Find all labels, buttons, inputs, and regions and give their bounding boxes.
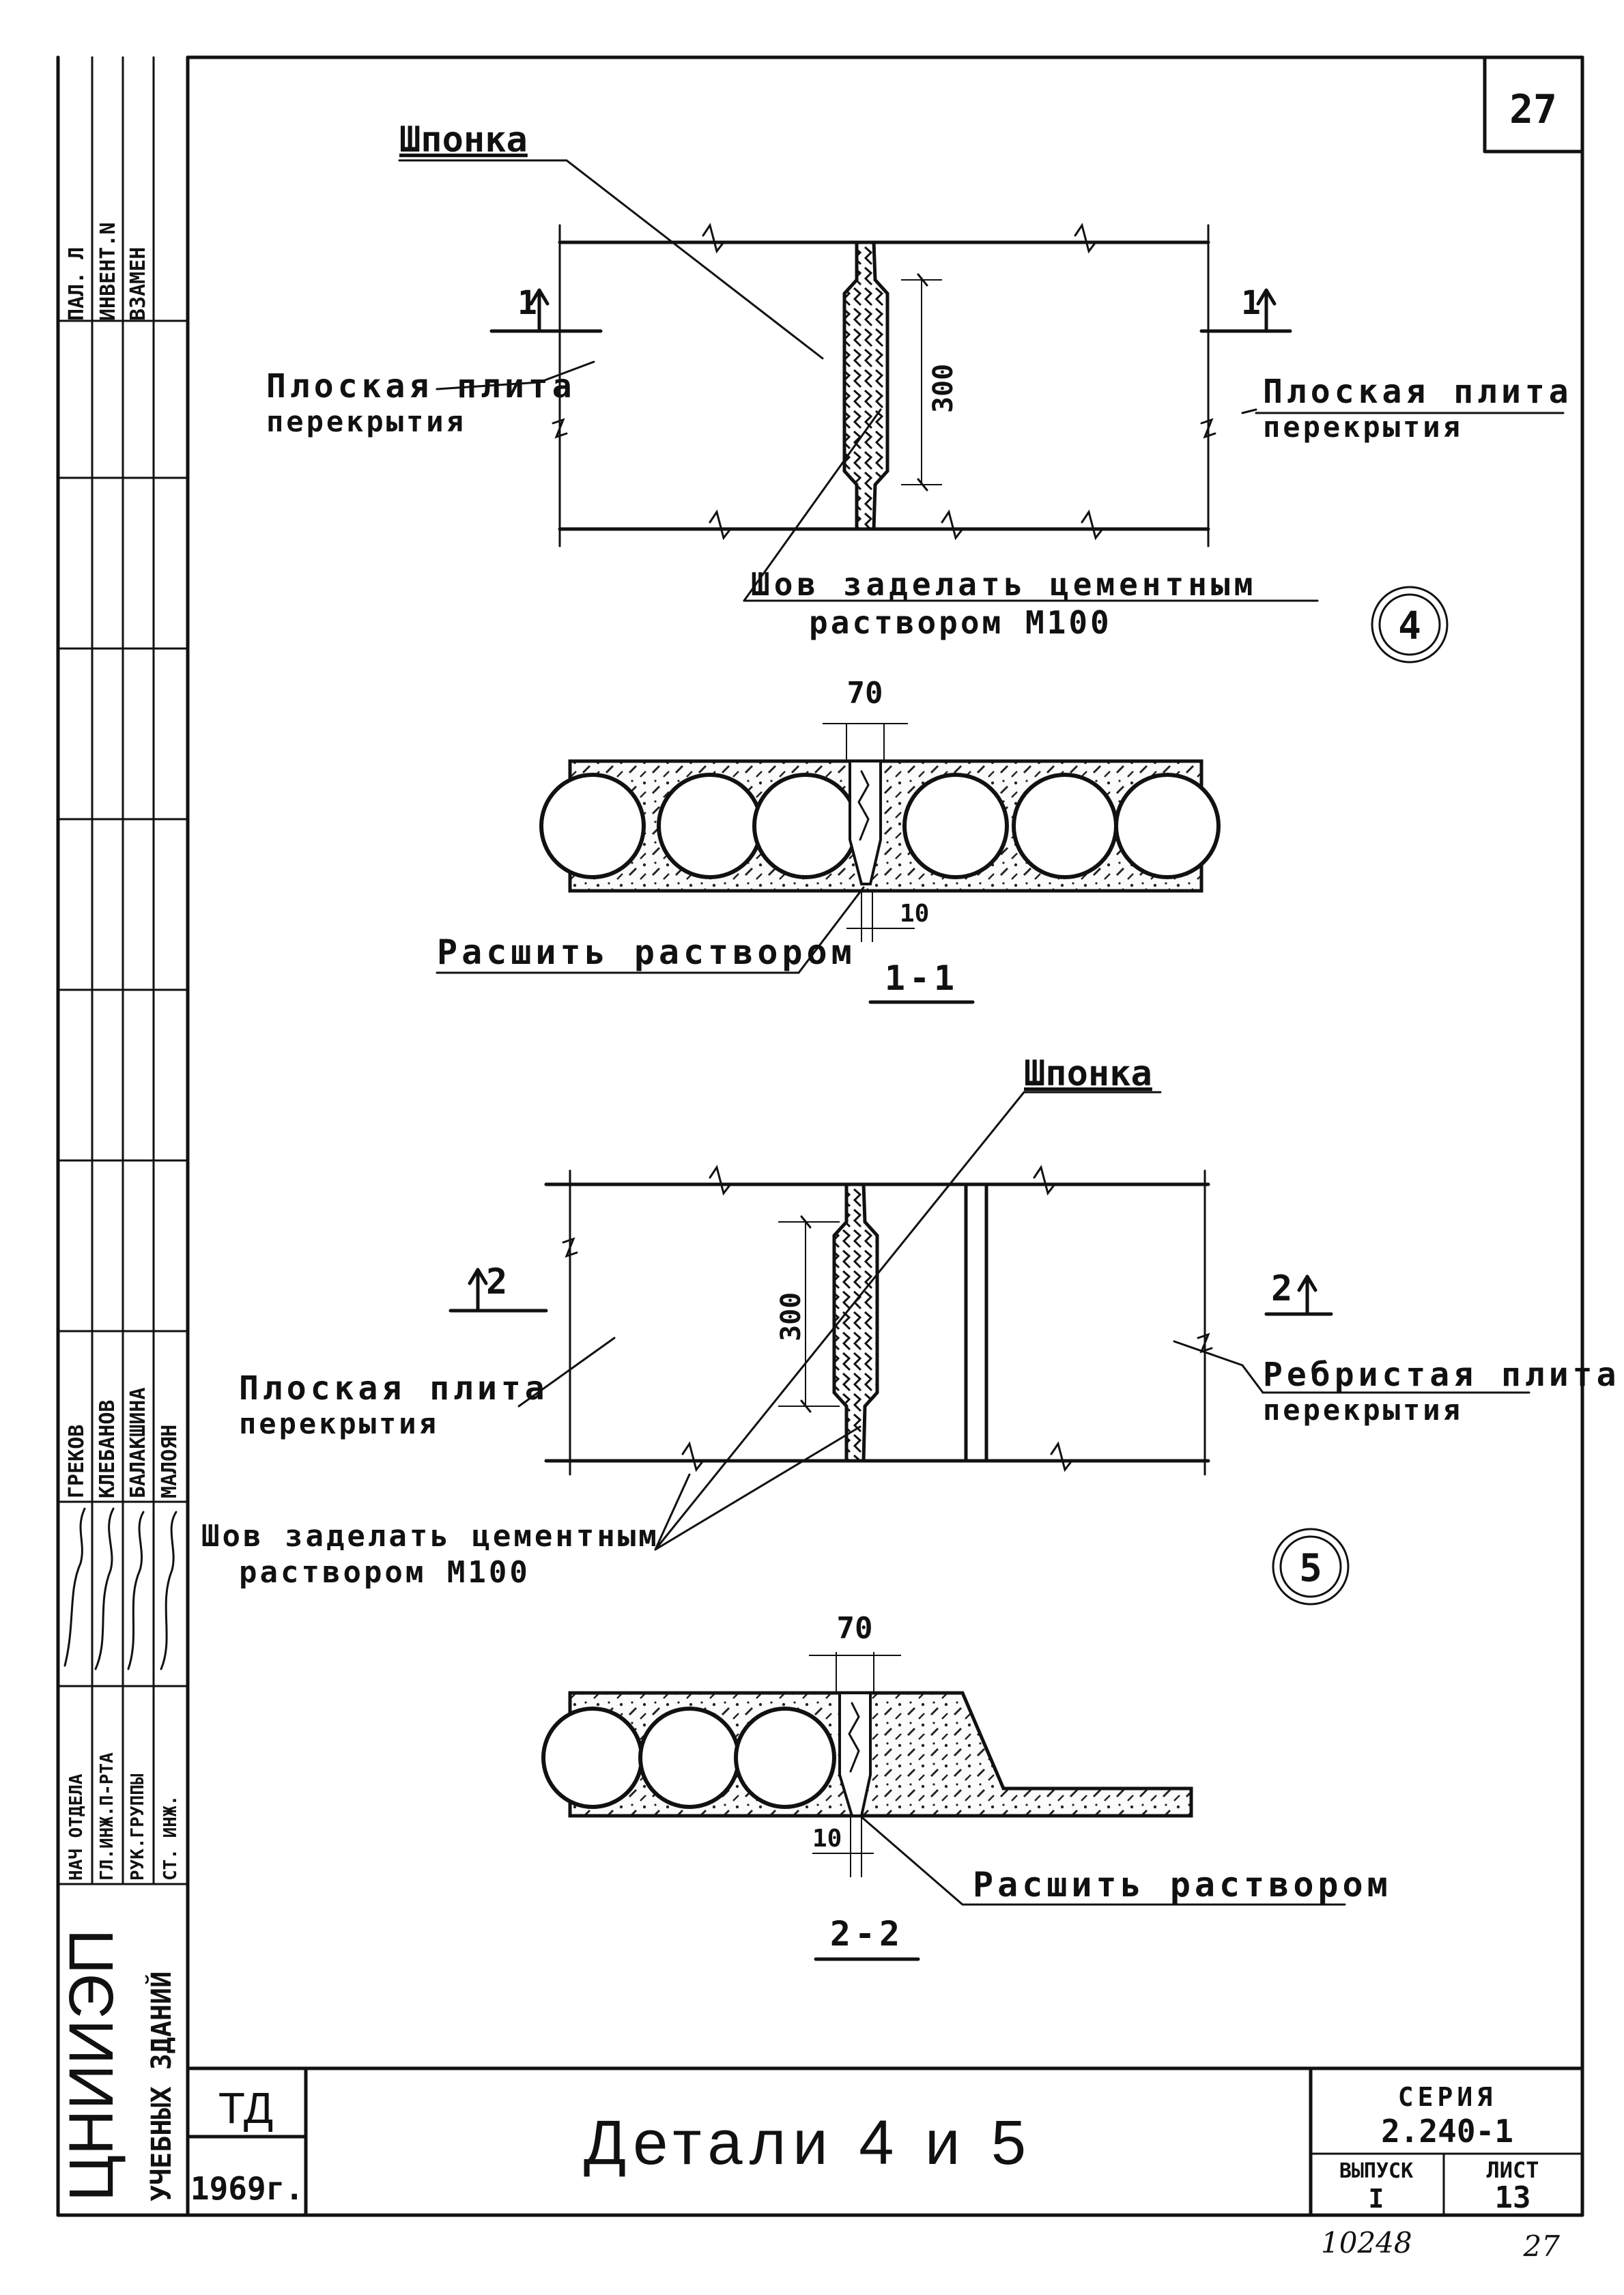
section-2-2-dim-10: 10 xyxy=(812,1825,842,1853)
name-2: КЛЕБАНОВ xyxy=(96,1400,119,1499)
side-stamp-col-1: ПАЛ. Л xyxy=(65,247,89,321)
issue-label: ВЫПУСК xyxy=(1339,2159,1413,2183)
role-4: СТ. ИНЖ. xyxy=(160,1795,181,1881)
sheet-label: ЛИСТ xyxy=(1486,2157,1539,2183)
title-block: ТД 1969г. Детали 4 и 5 СЕРИЯ 2.240-1 ВЫП… xyxy=(186,2066,1584,2217)
detail-4-slab-left-1: Плоская плита xyxy=(266,367,576,405)
drawing-title: Детали 4 и 5 xyxy=(584,2108,1033,2178)
signature-scribble-4 xyxy=(160,1511,177,1670)
section-2-2-dim-70: 70 xyxy=(837,1611,873,1646)
section-1-1-note: Расшить раствором xyxy=(437,932,856,972)
role-2: ГЛ.ИНЖ.П-РТА xyxy=(97,1752,117,1881)
detail-5-joint-note-2: раствором М100 xyxy=(239,1555,530,1590)
footer-page: 27 xyxy=(1523,2229,1561,2263)
detail-5-key-label: Шпонка xyxy=(1024,1053,1152,1094)
series-label: СЕРИЯ xyxy=(1398,2082,1496,2112)
detail-4-section-mark-right: 1 xyxy=(1241,284,1261,322)
detail-5-joint-note-1: Шов заделать цементным xyxy=(201,1519,659,1554)
issue-value: I xyxy=(1369,2184,1384,2214)
detail-5-plan: 300 2 2 xyxy=(448,1091,1530,1606)
signature-scribble-1 xyxy=(63,1507,86,1667)
signature-block: НАЧ ОТДЕЛА ГЛ.ИНЖ.П-РТА РУК.ГРУППЫ СТ. И… xyxy=(57,1330,189,1881)
detail-5-number: 5 xyxy=(1299,1546,1322,1591)
detail-4-slab-left-2: перекрытия xyxy=(266,405,466,438)
side-stamp-col-3: ВЗАМЕН xyxy=(126,247,150,321)
organization-name: ЦНИИЭП xyxy=(57,1929,126,2201)
detail-5-dim-300: 300 xyxy=(775,1292,807,1341)
organization-subtitle: УЧЕБНЫХ ЗДАНИЙ xyxy=(145,1971,177,2201)
detail-4-number: 4 xyxy=(1398,604,1421,648)
detail-4-key-label: Шпонка xyxy=(399,119,528,160)
footer-inventory: 10248 xyxy=(1321,2226,1412,2260)
name-3: БАЛАКШИНА xyxy=(126,1387,150,1498)
detail-5-slab-left-1: Плоская плита xyxy=(239,1369,549,1408)
section-1-1: 70 10 xyxy=(436,676,1221,1004)
sheet-value: 13 xyxy=(1495,2180,1531,2215)
role-3: РУК.ГРУППЫ xyxy=(128,1773,148,1881)
sheet-number-box: 27 xyxy=(1483,55,1584,154)
name-1: ГРЕКОВ xyxy=(65,1425,89,1498)
detail-4-slab-right-1: Плоская плита xyxy=(1263,373,1573,411)
detail-4-joint-note-1: Шов заделать цементным xyxy=(751,566,1257,603)
section-2-2-note: Расшить раствором xyxy=(973,1865,1392,1905)
sheet-frame xyxy=(56,55,1584,2217)
detail-4-joint-note-2: раствором М100 xyxy=(809,604,1112,641)
section-1-1-dim-10: 10 xyxy=(900,900,929,928)
title-code: ТД xyxy=(218,2083,273,2133)
side-stamp-col-2: ИНВЕНТ.N xyxy=(96,223,120,322)
section-1-1-dim-70: 70 xyxy=(847,676,883,711)
organization-block: ЦНИИЭП УЧЕБНЫХ ЗДАНИЙ xyxy=(57,1929,177,2201)
detail-5-slab-right-2: перекрытия xyxy=(1263,1393,1463,1427)
detail-4-plan: 300 1 1 xyxy=(398,159,1565,664)
detail-4-dim-300: 300 xyxy=(928,364,959,413)
name-4: МАЛОЯН xyxy=(158,1425,182,1498)
section-1-1-title: 1-1 xyxy=(885,958,958,998)
sheet-number-top: 27 xyxy=(1509,86,1557,132)
title-year: 1969г. xyxy=(190,2170,304,2207)
detail-5-slab-left-2: перекрытия xyxy=(239,1407,439,1440)
detail-4-slab-right-2: перекрытия xyxy=(1263,410,1463,444)
role-1: НАЧ ОТДЕЛА xyxy=(66,1773,87,1881)
signature-scribble-3 xyxy=(127,1511,145,1670)
detail-5-section-mark-left: 2 xyxy=(486,1261,507,1302)
signature-scribble-2 xyxy=(94,1507,115,1670)
section-2-2-title: 2-2 xyxy=(830,1914,904,1954)
detail-4-section-mark-left: 1 xyxy=(517,284,537,322)
detail-5-slab-right-1: Ребристая плита xyxy=(1263,1356,1620,1394)
series-value: 2.240-1 xyxy=(1381,2113,1513,2150)
detail-5-section-mark-right: 2 xyxy=(1271,1268,1292,1309)
section-2-2: 70 10 xyxy=(541,1611,1346,1961)
